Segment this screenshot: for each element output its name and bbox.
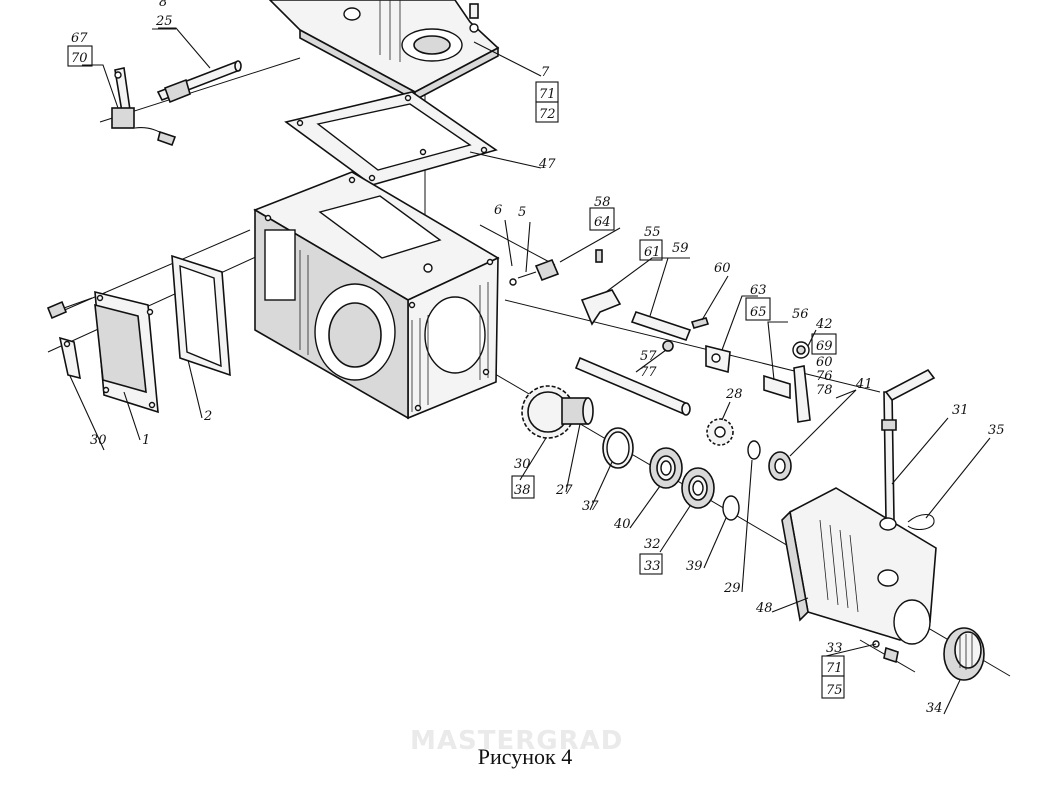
label-38: 38 [514, 483, 531, 498]
shaft-part-27 [574, 356, 691, 416]
label-57: 57 [640, 349, 657, 364]
cap-part-34 [943, 627, 985, 681]
label-65: 65 [750, 305, 767, 320]
label-29: 29 [723, 581, 741, 596]
leader-lines [69, 27, 991, 715]
label-47: 47 [538, 157, 556, 172]
main-gearbox-housing [253, 171, 500, 420]
part-number-labels: 67 70 8 25 7 71 72 47 6 5 58 64 55 61 59… [71, 0, 1005, 716]
label-72: 72 [539, 107, 556, 122]
label-71-bottom: 71 [826, 661, 843, 676]
gear-part-30 [521, 385, 594, 439]
label-60-top: 60 [714, 261, 731, 276]
lever-part-56 [763, 341, 811, 423]
label-67: 67 [71, 31, 88, 46]
part-57 [662, 340, 674, 352]
watermark: MASTERGRAD [410, 726, 624, 756]
label-78: 78 [816, 383, 833, 398]
label-35: 35 [988, 423, 1005, 438]
bracket-part-30-left [58, 336, 81, 380]
label-8: 8 [159, 0, 167, 10]
rear-housing-part-48 [781, 487, 937, 645]
label-7: 7 [541, 65, 550, 80]
label-48: 48 [755, 601, 773, 616]
label-31: 31 [952, 403, 969, 418]
side-cover-part-1 [94, 290, 159, 414]
figure-caption: Рисунок 4 [477, 744, 573, 769]
label-69: 69 [816, 339, 833, 354]
label-30-left: 30 [90, 433, 107, 448]
label-32: 32 [644, 537, 661, 552]
label-1: 1 [142, 433, 150, 448]
plug-part-58 [509, 258, 560, 286]
label-27: 27 [555, 483, 573, 498]
label-75: 75 [826, 683, 843, 698]
label-70: 70 [71, 51, 88, 66]
label-63: 63 [750, 283, 767, 298]
label-30-gear: 30 [514, 457, 531, 472]
gasket-part-2 [171, 254, 231, 377]
label-42: 42 [815, 317, 833, 332]
pin-part-60 [690, 317, 710, 329]
label-59: 59 [672, 241, 689, 256]
label-41: 41 [855, 377, 873, 392]
bearing-part-41 [768, 451, 792, 481]
bearing-part-32 [681, 467, 715, 509]
label-71-top: 71 [539, 87, 556, 102]
label-56: 56 [792, 307, 809, 322]
label-37: 37 [582, 499, 599, 514]
circlip-part-39 [722, 495, 740, 521]
label-39: 39 [686, 559, 703, 574]
label-5: 5 [518, 205, 526, 220]
label-28: 28 [725, 387, 743, 402]
top-cover-part-7 [268, 0, 500, 102]
label-55: 55 [644, 225, 661, 240]
label-33-mid: 33 [644, 559, 661, 574]
snap-ring-part-37 [602, 427, 634, 469]
label-77: 77 [640, 365, 657, 380]
shift-fork-part-55 [580, 249, 622, 326]
label-60-right: 60 [816, 355, 833, 370]
shift-shaft-part-25 [156, 60, 242, 104]
shift-lever-part-67 [111, 67, 177, 147]
label-76: 76 [816, 369, 833, 384]
bolt-left [46, 297, 93, 320]
rod-part-59 [630, 311, 692, 341]
bearing-part-40 [649, 447, 683, 489]
label-58: 58 [594, 195, 611, 210]
label-61: 61 [644, 245, 661, 260]
gear-part-28 [706, 418, 734, 446]
label-33-bottom: 33 [826, 641, 843, 656]
gasket-part-47 [284, 91, 498, 186]
label-6: 6 [494, 203, 502, 218]
callout-frames [67, 28, 845, 699]
circlip-part-29 [747, 440, 761, 460]
label-34: 34 [926, 701, 943, 716]
pin-part-35 [907, 513, 935, 531]
label-40: 40 [613, 517, 631, 532]
label-2: 2 [203, 409, 212, 424]
handle-part-31 [881, 368, 936, 521]
label-25: 25 [155, 14, 173, 29]
flange-part-63 [705, 344, 731, 374]
bolt-part-33 [872, 640, 899, 664]
label-64: 64 [594, 215, 611, 230]
